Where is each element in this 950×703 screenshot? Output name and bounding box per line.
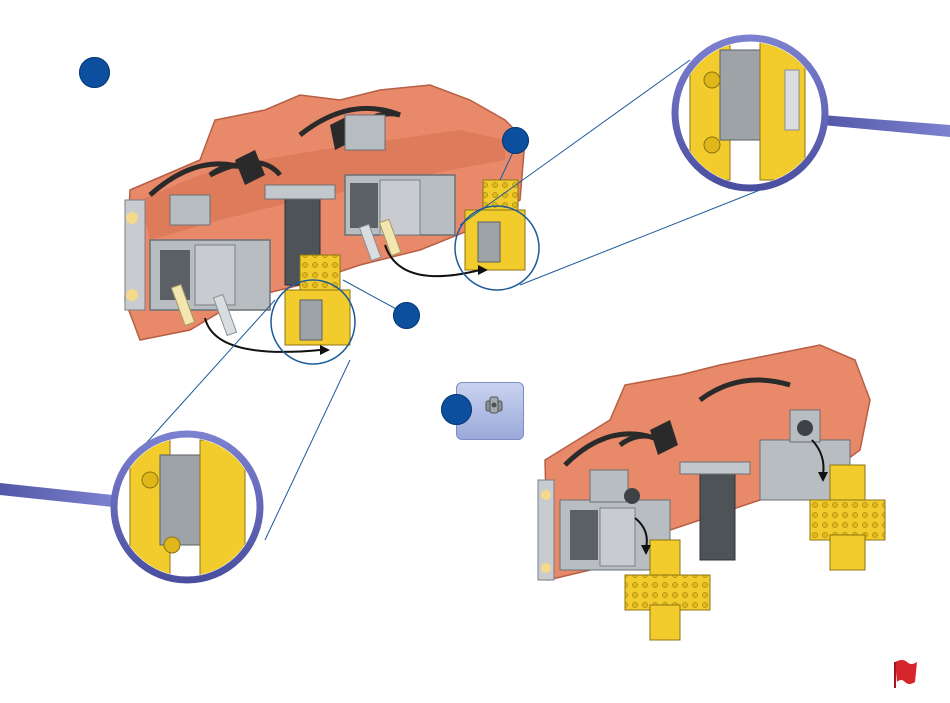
zoom-callout-left [0,434,260,580]
step-marker-a [502,127,529,154]
step-marker-b [393,302,420,329]
step-marker-main [79,57,110,88]
red-flag-icon [893,658,919,688]
step-marker-c [441,394,472,425]
zoom-callout-right [675,38,950,188]
result-model [538,345,885,640]
small-grey-connector-icon [483,394,505,416]
